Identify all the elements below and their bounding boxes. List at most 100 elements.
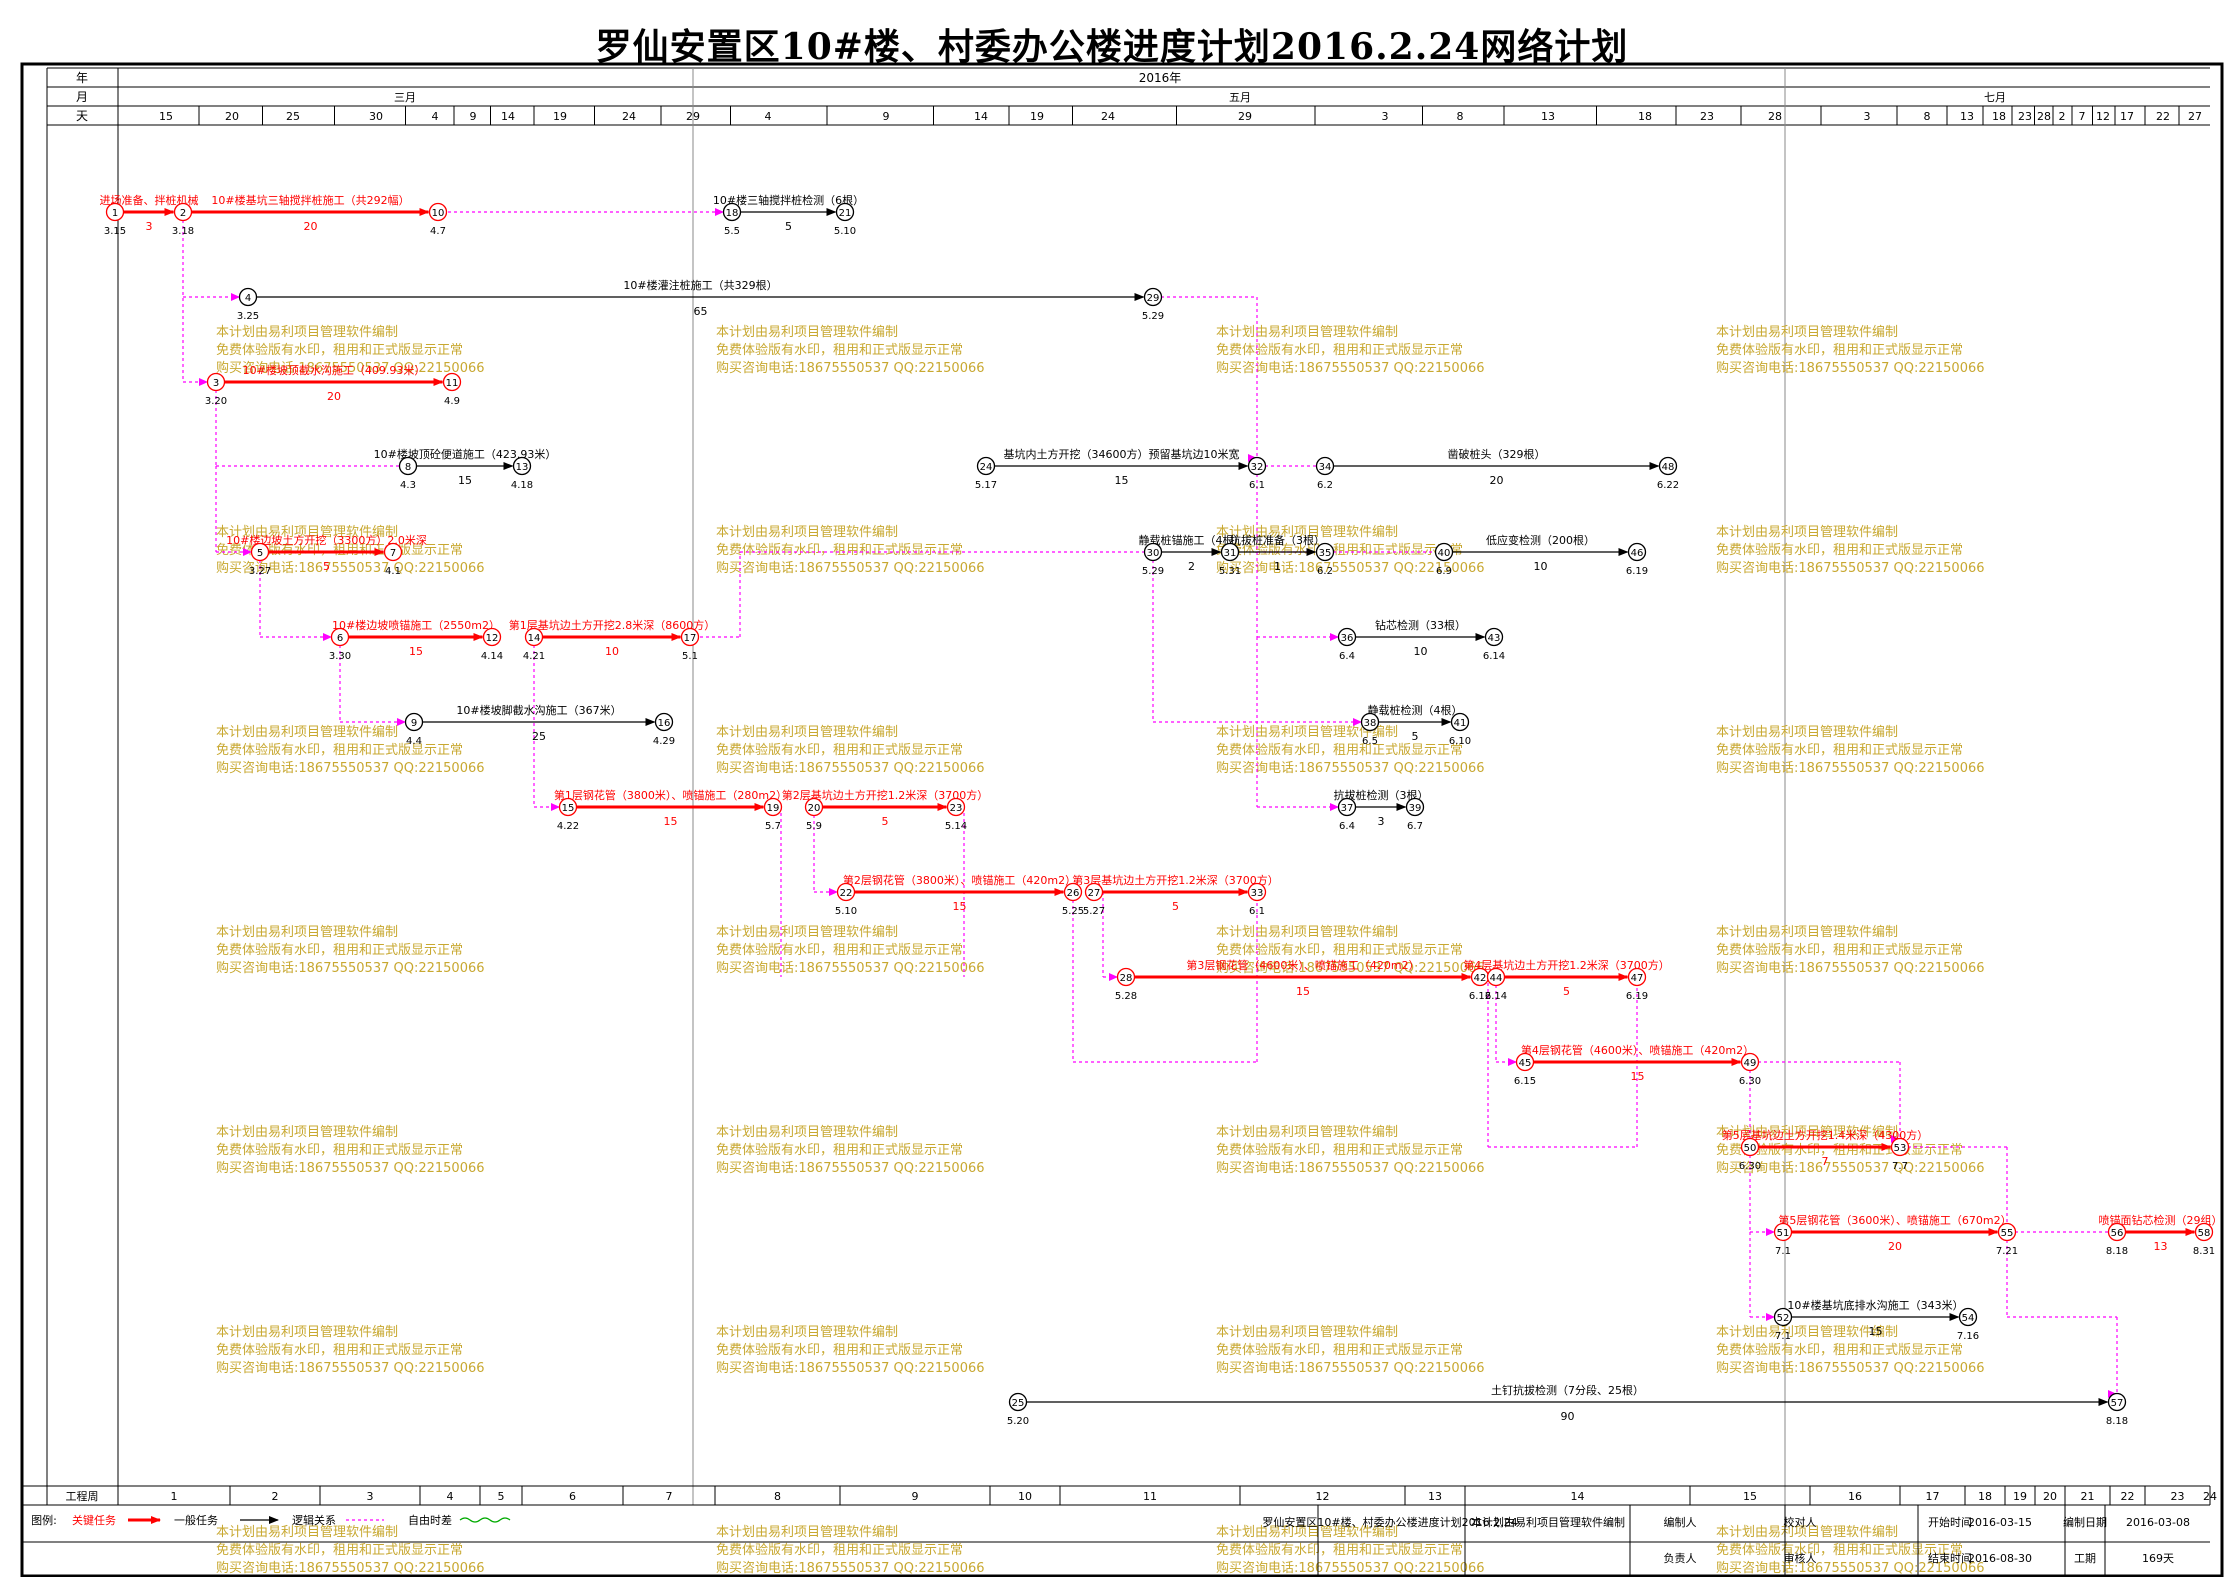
watermark-text: 购买咨询电话:18675550537 QQ:22150066 [1716, 560, 1985, 576]
footer-compile-date: 2016-03-08 [2126, 1516, 2190, 1529]
watermark-text: 本计划由易利项目管理软件编制 [1716, 1325, 1898, 1340]
network-node [722, 202, 742, 222]
task-duration-label: 20 [1888, 1240, 1902, 1253]
day-label: 13 [1541, 110, 1555, 123]
node-date: 6.19 [1626, 566, 1648, 577]
network-node [1997, 1222, 2017, 1242]
task-name-label: 第1层基坑边土方开挖2.8米深（8600方） [509, 618, 716, 632]
network-node [1360, 712, 1380, 732]
network-node [976, 456, 996, 476]
task-duration-label: 7 [1822, 1155, 1829, 1168]
task-duration-label: 10 [1414, 645, 1428, 658]
task-name-label: 抗拔桩准备（3根） [1230, 533, 1325, 547]
day-label: 27 [2188, 110, 2202, 123]
node-number: 38 [1364, 718, 1377, 729]
logic-arrow [323, 633, 332, 641]
network-node [1143, 542, 1163, 562]
week-number: 11 [1143, 1490, 1157, 1503]
watermark-text: 购买咨询电话:18675550537 QQ:22150066 [216, 560, 485, 576]
footer-start-date: 2016-03-15 [1968, 1516, 2032, 1529]
node-date: 3.15 [104, 226, 126, 237]
watermark-text: 购买咨询电话:18675550537 QQ:22150066 [216, 1160, 485, 1176]
node-number: 52 [1777, 1313, 1790, 1324]
watermark-text: 购买咨询电话:18675550537 QQ:22150066 [1216, 360, 1485, 376]
task-duration-label: 10 [605, 645, 619, 658]
task-duration-label: 15 [1296, 985, 1310, 998]
node-date: 5.14 [945, 821, 967, 832]
node-number: 10 [432, 208, 445, 219]
network-node [1773, 1222, 1793, 1242]
watermark-text: 免费体验版有水印，租用和正式版显示正常 [1216, 1142, 1463, 1158]
logic-arrow [397, 718, 406, 726]
header-row-label: 天 [76, 109, 88, 123]
week-number: 1 [171, 1490, 178, 1503]
node-date: 6.30 [1739, 1161, 1761, 1172]
node-number: 1 [112, 208, 118, 219]
network-node [1247, 456, 1267, 476]
footer-end-date: 2016-08-30 [1968, 1552, 2032, 1565]
node-date: 5.7 [765, 821, 781, 832]
node-number: 45 [1519, 1058, 1532, 1069]
week-number: 14 [1571, 1490, 1585, 1503]
watermark-text: 免费体验版有水印，租用和正式版显示正常 [1716, 742, 1963, 758]
network-node [1315, 456, 1335, 476]
node-number: 24 [980, 462, 993, 473]
node-number: 33 [1251, 888, 1264, 899]
node-number: 20 [808, 803, 821, 814]
day-label: 2 [2059, 110, 2066, 123]
watermark-text: 本计划由易利项目管理软件编制 [1216, 725, 1398, 740]
node-date: 5.25 [1062, 906, 1084, 917]
task-name-label: 第4层钢花管（4600米）、喷锚施工（420m2） [1521, 1043, 1754, 1057]
task-name-label: 10#楼灌注桩施工（共329根） [623, 278, 777, 292]
week-number: 4 [447, 1490, 454, 1503]
day-label: 28 [2037, 110, 2051, 123]
page-title: 罗仙安置区10#楼、村委办公楼进度计划2016.2.24网络计划 [595, 26, 1629, 68]
network-node [804, 797, 824, 817]
node-number: 55 [2001, 1228, 2014, 1239]
network-node [835, 202, 855, 222]
task-duration-label: 5 [882, 815, 889, 828]
node-number: 37 [1341, 803, 1354, 814]
node-number: 11 [446, 378, 459, 389]
task-duration-label: 10 [1534, 560, 1548, 573]
day-label: 25 [286, 110, 300, 123]
node-date: 4.7 [430, 226, 446, 237]
day-label: 12 [2096, 110, 2110, 123]
watermark-text: 购买咨询电话:18675550537 QQ:22150066 [716, 1560, 985, 1576]
node-date: 3.27 [249, 566, 271, 577]
node-number: 39 [1409, 803, 1422, 814]
day-label: 20 [225, 110, 239, 123]
node-date: 4.4 [406, 736, 422, 747]
node-date: 3.20 [205, 396, 227, 407]
footer-label: 校对人 [1784, 1515, 1817, 1529]
node-date: 6.30 [1739, 1076, 1761, 1087]
watermark-text: 购买咨询电话:18675550537 QQ:22150066 [1716, 760, 1985, 776]
watermark-text: 免费体验版有水印，租用和正式版显示正常 [1216, 542, 1463, 558]
legend-item-text: 关键任务 [72, 1513, 116, 1527]
node-number: 56 [2111, 1228, 2124, 1239]
node-date: 6.14 [1483, 651, 1505, 662]
node-number: 27 [1088, 888, 1101, 899]
network-node [654, 712, 674, 732]
logic-arrow [551, 803, 560, 811]
node-number: 48 [1662, 462, 1675, 473]
task-duration-label: 15 [1869, 1325, 1883, 1338]
legend-item-text: 一般任务 [174, 1514, 218, 1527]
node-number: 53 [1894, 1143, 1907, 1154]
footer-label: 负责人 [1664, 1551, 1697, 1565]
watermark-text: 本计划由易利项目管理软件编制 [1216, 925, 1398, 940]
node-date: 5.17 [975, 480, 997, 491]
node-number: 57 [2111, 1398, 2124, 1409]
watermark-text: 免费体验版有水印，租用和正式版显示正常 [716, 1542, 963, 1558]
task-name-label: 第3层钢花管（4600米）、喷锚施工（420m2） [1186, 958, 1419, 972]
day-label: 24 [1101, 110, 1115, 123]
day-label: 28 [1768, 110, 1782, 123]
watermark-text: 本计划由易利项目管理软件编制 [216, 925, 398, 940]
node-date: 4.1 [385, 566, 401, 577]
node-number: 31 [1224, 548, 1237, 559]
network-node [238, 287, 258, 307]
node-date: 6.2 [1317, 480, 1333, 491]
watermark-text: 购买咨询电话:18675550537 QQ:22150066 [1216, 960, 1485, 976]
node-date: 5.9 [806, 821, 822, 832]
network-node [1773, 1307, 1793, 1327]
